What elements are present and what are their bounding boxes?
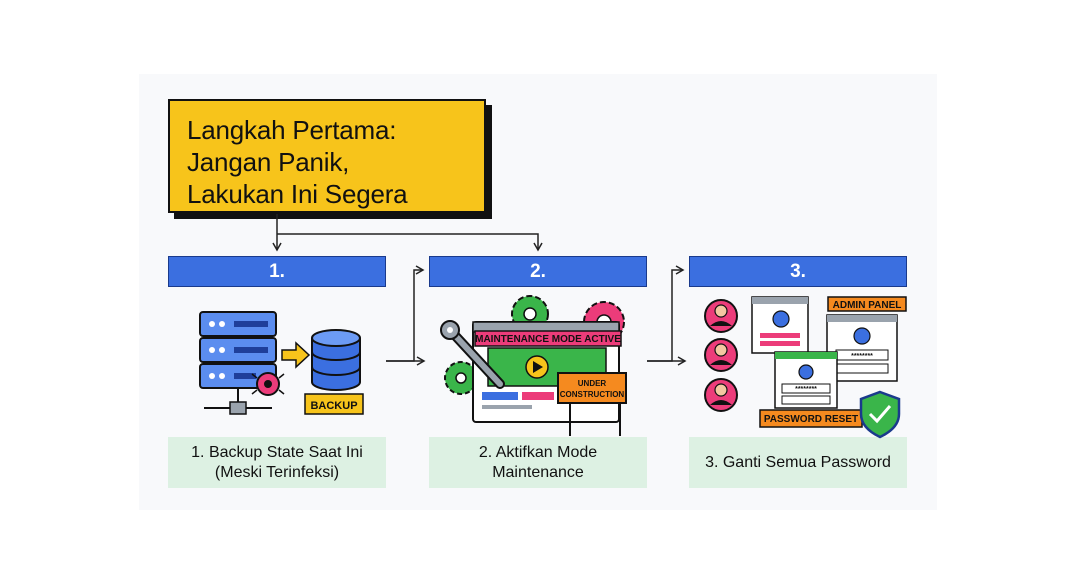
database-icon <box>311 329 361 391</box>
title-line-2: Jangan Panik, <box>187 147 350 177</box>
connector-title-step-2 <box>277 233 543 252</box>
step-1-caption-line-2: (Meski Terinfeksi) <box>214 463 340 481</box>
banner-text: MAINTENANCE MODE ACTIVE <box>475 334 621 345</box>
step-3-caption: 3. Ganti Semua Password <box>689 437 907 488</box>
step-1-illustration: BACKUP <box>199 311 364 415</box>
user-avatar-icon-3 <box>704 378 738 412</box>
step-2-illustration: MAINTENANCE MODE ACTIVE UNDER CONSTRUCTI… <box>440 295 627 436</box>
step-2-number: 2. <box>429 256 647 287</box>
title-box: Langkah Pertama: Jangan Panik, Lakukan I… <box>168 99 486 213</box>
banner: MAINTENANCE MODE ACTIVE <box>474 330 622 347</box>
admin-window-icon: ******** <box>826 314 898 382</box>
step-1-caption: 1. Backup State Saat Ini (Meski Terinfek… <box>168 437 386 488</box>
step-connectors <box>386 265 687 366</box>
user-avatar-icon-2 <box>704 338 738 372</box>
admin-label-text: ADMIN PANEL <box>833 300 902 311</box>
step-2-caption: 2. Aktifkan Mode Maintenance <box>429 437 647 488</box>
bug-icon <box>251 372 285 396</box>
server-icon <box>199 311 277 415</box>
play-icon <box>525 355 549 379</box>
step-2-caption-line-1: 2. Aktifkan Mode <box>478 443 598 461</box>
user-avatar-icon <box>704 299 738 333</box>
step-3-caption-line-1: 3. Ganti Semua Password <box>705 453 891 471</box>
reset-label-text: PASSWORD RESET <box>764 414 858 425</box>
login-window-icon <box>751 296 809 354</box>
wrench-icon <box>440 320 505 389</box>
admin-label: ADMIN PANEL <box>827 296 907 312</box>
reset-window-icon: ******** <box>774 351 838 409</box>
step-3-illustration: ADMIN PANEL ******** ******** PASSWORD R… <box>704 296 907 439</box>
step-2-caption-line-2: Maintenance <box>492 463 584 481</box>
connector-1-2-top <box>386 265 425 362</box>
connector-2-3-top <box>647 265 685 362</box>
step-1-caption-line-1: 1. Backup State Saat Ini <box>191 443 363 461</box>
admin-mask-text: ******** <box>851 353 873 360</box>
sign-icon: UNDER CONSTRUCTION <box>557 372 627 436</box>
backup-label: BACKUP <box>304 393 364 415</box>
sign-text-line-1: UNDER <box>578 379 607 388</box>
title-line-1: Langkah Pertama: <box>187 115 397 145</box>
title-connectors <box>272 214 543 252</box>
reset-label: PASSWORD RESET <box>759 409 863 428</box>
arrow-right-icon <box>281 341 311 369</box>
step-1-number: 1. <box>168 256 386 287</box>
step-3-number: 3. <box>689 256 907 287</box>
reset-mask-text: ******** <box>795 386 817 393</box>
backup-label-text: BACKUP <box>310 400 357 412</box>
title-line-3: Lakukan Ini Segera <box>187 179 408 209</box>
shield-check-icon <box>859 390 901 439</box>
sign-text-line-2: CONSTRUCTION <box>560 390 625 399</box>
